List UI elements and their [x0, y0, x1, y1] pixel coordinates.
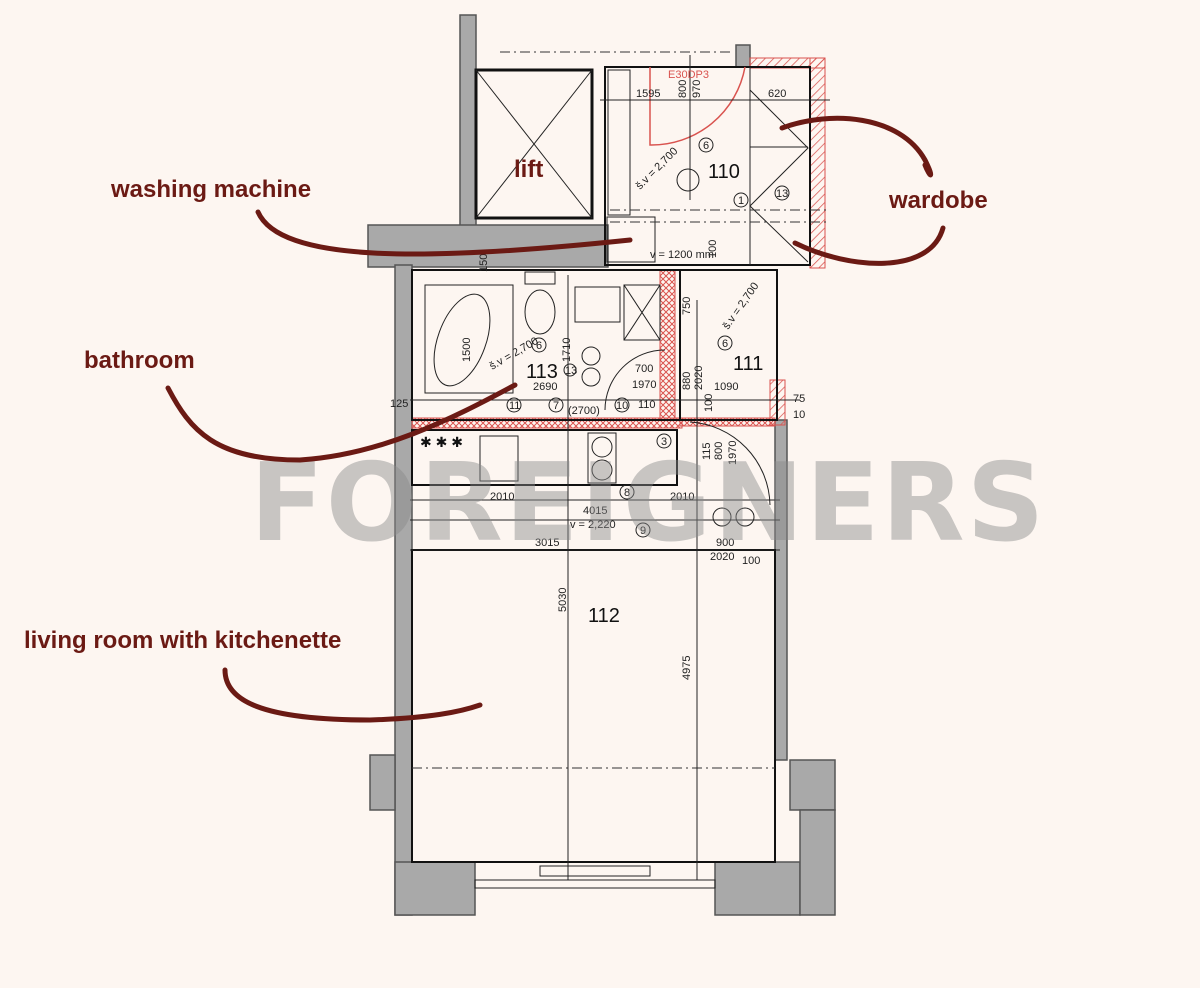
dimension-label: 1970: [632, 379, 656, 391]
dimension-label: 750: [681, 297, 693, 315]
dimension-label: 100: [742, 555, 760, 567]
dimension-label: 1970: [727, 441, 739, 465]
dimension-label: 100: [703, 394, 715, 412]
dimension-label: 1595: [636, 88, 660, 100]
dimension-label: 4975: [681, 656, 693, 680]
dimension-label: 700: [635, 363, 653, 375]
dimension-label: 110: [638, 399, 656, 411]
height-111: š.v = 2,700: [721, 281, 762, 332]
dimension-label: 11: [509, 400, 520, 412]
lift-shaft: [474, 68, 594, 220]
dimension-label: 800: [677, 80, 689, 98]
dimension-label: 8: [624, 487, 630, 499]
dimension-label: 13: [565, 365, 577, 377]
watermark: FOREIGNERS: [250, 441, 1046, 566]
room-113-label: 113: [526, 361, 558, 383]
dimension-label: 125: [390, 398, 408, 410]
dimension-label: 2020: [693, 366, 705, 390]
dimension-label: 10: [793, 409, 805, 421]
annotation-arrows: [165, 115, 946, 723]
dimension-label: 10: [616, 400, 628, 412]
room-110-label: 110: [708, 161, 740, 183]
dimension-label: 7: [553, 400, 559, 412]
dimension-label: 970: [691, 80, 703, 98]
dimensions: 1595 800 970 620 100 150 1500 1710 2690 …: [390, 80, 805, 680]
label-bathroom: bathroom: [84, 347, 195, 374]
dimension-label: 3: [661, 436, 667, 448]
dimension-label: 4015: [583, 505, 607, 517]
dimension-label: 6: [536, 340, 542, 352]
room-111-label: 111: [733, 353, 763, 375]
light-fixtures: [581, 168, 755, 527]
dimension-label: 100: [707, 240, 719, 258]
label-washing-machine: washing machine: [110, 176, 311, 203]
label-living-room: living room with kitchenette: [24, 627, 341, 654]
dimension-label: 6: [703, 140, 709, 152]
dimension-label: 13: [776, 188, 788, 200]
room-outlines: [410, 51, 830, 889]
dimension-label: 150: [478, 254, 490, 272]
dimension-label: 880: [681, 372, 693, 390]
door-code: E30DP3: [668, 69, 709, 81]
dimension-label: (2700): [568, 405, 600, 417]
dimension-label: 900: [716, 537, 734, 549]
dimension-label: 1: [738, 195, 744, 207]
label-wardrobe: wardobe: [888, 187, 988, 214]
cooktop-icon: ✱ ✱ ✱: [420, 434, 463, 450]
dimension-label: 75: [793, 393, 805, 405]
dimension-label: 1710: [561, 338, 573, 362]
dimension-label: 2010: [490, 491, 514, 503]
dimension-label: 1090: [714, 381, 738, 393]
dimension-label: 115: [701, 442, 713, 460]
washer-height: v = 1200 mm: [650, 249, 714, 261]
label-lift: lift: [514, 156, 543, 183]
dimension-label: 2020: [710, 551, 734, 563]
dimension-label: 9: [640, 525, 646, 537]
height-110: š.v = 2,700: [634, 145, 681, 192]
item-markers: 6 1 13 6 13 6 11 7 10 3 8 9: [506, 137, 790, 538]
room-112-label: 112: [588, 605, 620, 627]
dimension-label: 800: [713, 442, 725, 460]
dimension-label: 620: [768, 88, 786, 100]
dimension-label: 5030: [557, 588, 569, 612]
dimension-label: 2010: [670, 491, 694, 503]
dimension-label: 1500: [461, 338, 473, 362]
dimension-label: 6: [722, 338, 728, 350]
height-kitchen: v = 2,220: [570, 519, 616, 531]
dimension-label: 2690: [533, 381, 557, 393]
dimension-label: 3015: [535, 537, 559, 549]
